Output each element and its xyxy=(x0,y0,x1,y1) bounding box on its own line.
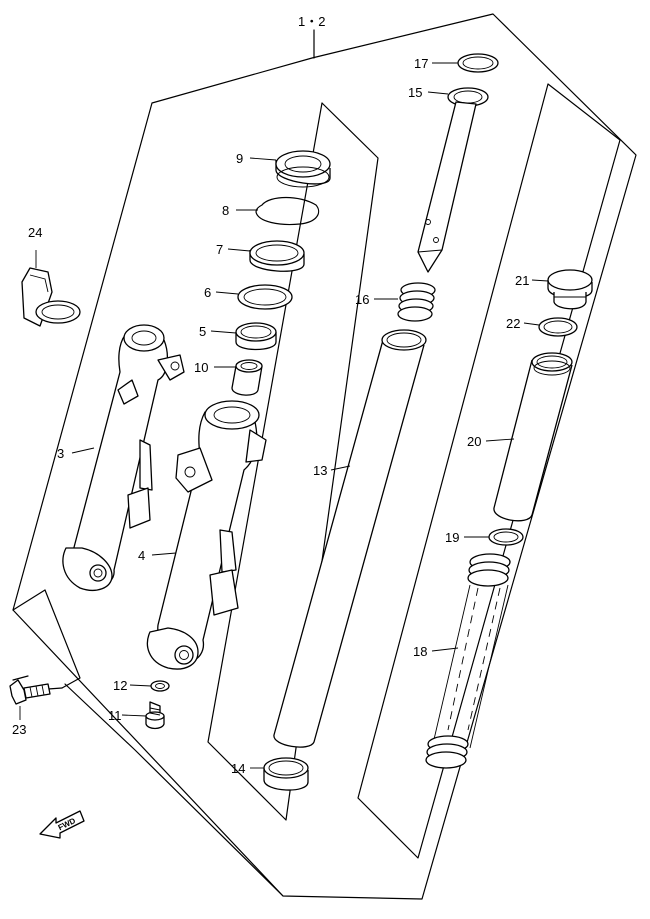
callout-15: 15 xyxy=(408,85,422,100)
part-4-outer-tube-left xyxy=(146,400,267,670)
callout-6: 6 xyxy=(204,285,211,300)
callout-9: 9 xyxy=(236,151,243,166)
part-21-cap-bolt xyxy=(547,269,593,310)
part-11-damper-rod-bolt xyxy=(145,701,165,730)
callout-8: 8 xyxy=(222,203,229,218)
callout-23: 23 xyxy=(12,722,26,737)
part-9-dust-seal xyxy=(275,150,331,188)
callout-7: 7 xyxy=(216,242,223,257)
part-22-o-ring xyxy=(538,317,578,337)
part-5-bushing xyxy=(235,322,277,351)
callout-16: 16 xyxy=(355,292,369,307)
part-13-inner-tube xyxy=(273,329,427,748)
callout-22: 22 xyxy=(506,316,520,331)
assembly-label: 1・2 xyxy=(298,14,325,29)
callout-11: 11 xyxy=(108,708,122,723)
part-14-slide-bushing xyxy=(263,757,309,791)
callout-19: 19 xyxy=(445,530,459,545)
part-7-oil-seal xyxy=(249,240,305,272)
callout-labels: 1・2 3 4 5 6 7 8 9 10 11 12 13 14 15 16 1… xyxy=(12,14,529,776)
callout-3: 3 xyxy=(57,446,64,461)
callout-5: 5 xyxy=(199,324,206,339)
callout-13: 13 xyxy=(313,463,327,478)
part-12-gasket xyxy=(150,680,170,692)
part-17-piston-ring xyxy=(457,53,499,73)
part-24-guard-clip xyxy=(21,250,81,327)
callout-14: 14 xyxy=(231,761,245,776)
callout-17: 17 xyxy=(414,56,428,71)
assembly-boundary xyxy=(12,13,637,900)
part-20-spacer xyxy=(493,352,573,522)
part-8-clip-ring xyxy=(255,196,320,226)
part-23-pinch-bolt xyxy=(9,679,51,720)
part-10-oil-lock-piece xyxy=(231,359,263,396)
leader-lines xyxy=(71,62,549,769)
callout-12: 12 xyxy=(113,678,127,693)
part-18-fork-spring xyxy=(425,553,511,769)
callout-18: 18 xyxy=(413,644,427,659)
part-19-spring-seat xyxy=(488,528,524,546)
part-6-washer xyxy=(237,284,293,310)
callout-21: 21 xyxy=(515,273,529,288)
fwd-arrow: FWD xyxy=(39,810,85,839)
callout-20: 20 xyxy=(467,434,481,449)
part-15-damper-rod xyxy=(417,87,489,273)
part-16-rebound-spring xyxy=(397,282,436,322)
callout-24: 24 xyxy=(28,225,42,240)
callout-4: 4 xyxy=(138,548,145,563)
callout-10: 10 xyxy=(194,360,208,375)
part-3-outer-tube-right xyxy=(62,324,185,591)
